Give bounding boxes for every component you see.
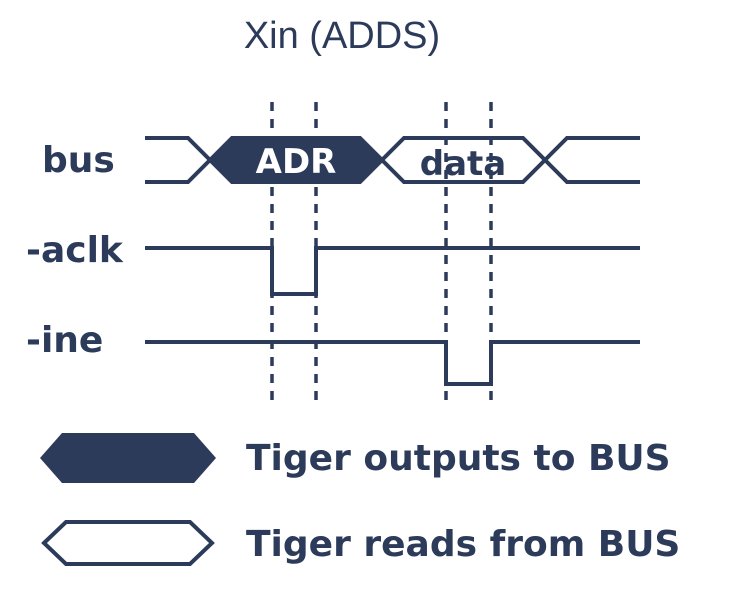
aclk-waveform — [145, 246, 640, 296]
bus-idle-left — [145, 136, 213, 184]
bus-idle-right-top — [543, 136, 640, 162]
bus-segment-data-label: data — [420, 144, 506, 184]
legend-swatch-filled — [40, 433, 216, 483]
legend-label-filled: Tiger outputs to BUS — [246, 438, 671, 479]
bus-idle-right-bottom — [543, 158, 640, 184]
bus-segment-adr-label: ADR — [256, 142, 337, 182]
ine-waveform — [145, 340, 640, 386]
legend-swatch-outline — [41, 520, 215, 566]
signal-label-bus: bus — [42, 140, 115, 181]
legend-label-outline: Tiger reads from BUS — [246, 524, 680, 565]
signal-label-aclk: -aclk — [26, 230, 124, 271]
signal-label-ine: -ine — [26, 320, 103, 361]
diagram-title: Xin (ADDS) — [244, 15, 440, 57]
legend: Tiger outputs to BUS Tiger reads from BU… — [40, 433, 680, 566]
bus-waveform: ADR data — [145, 136, 640, 184]
